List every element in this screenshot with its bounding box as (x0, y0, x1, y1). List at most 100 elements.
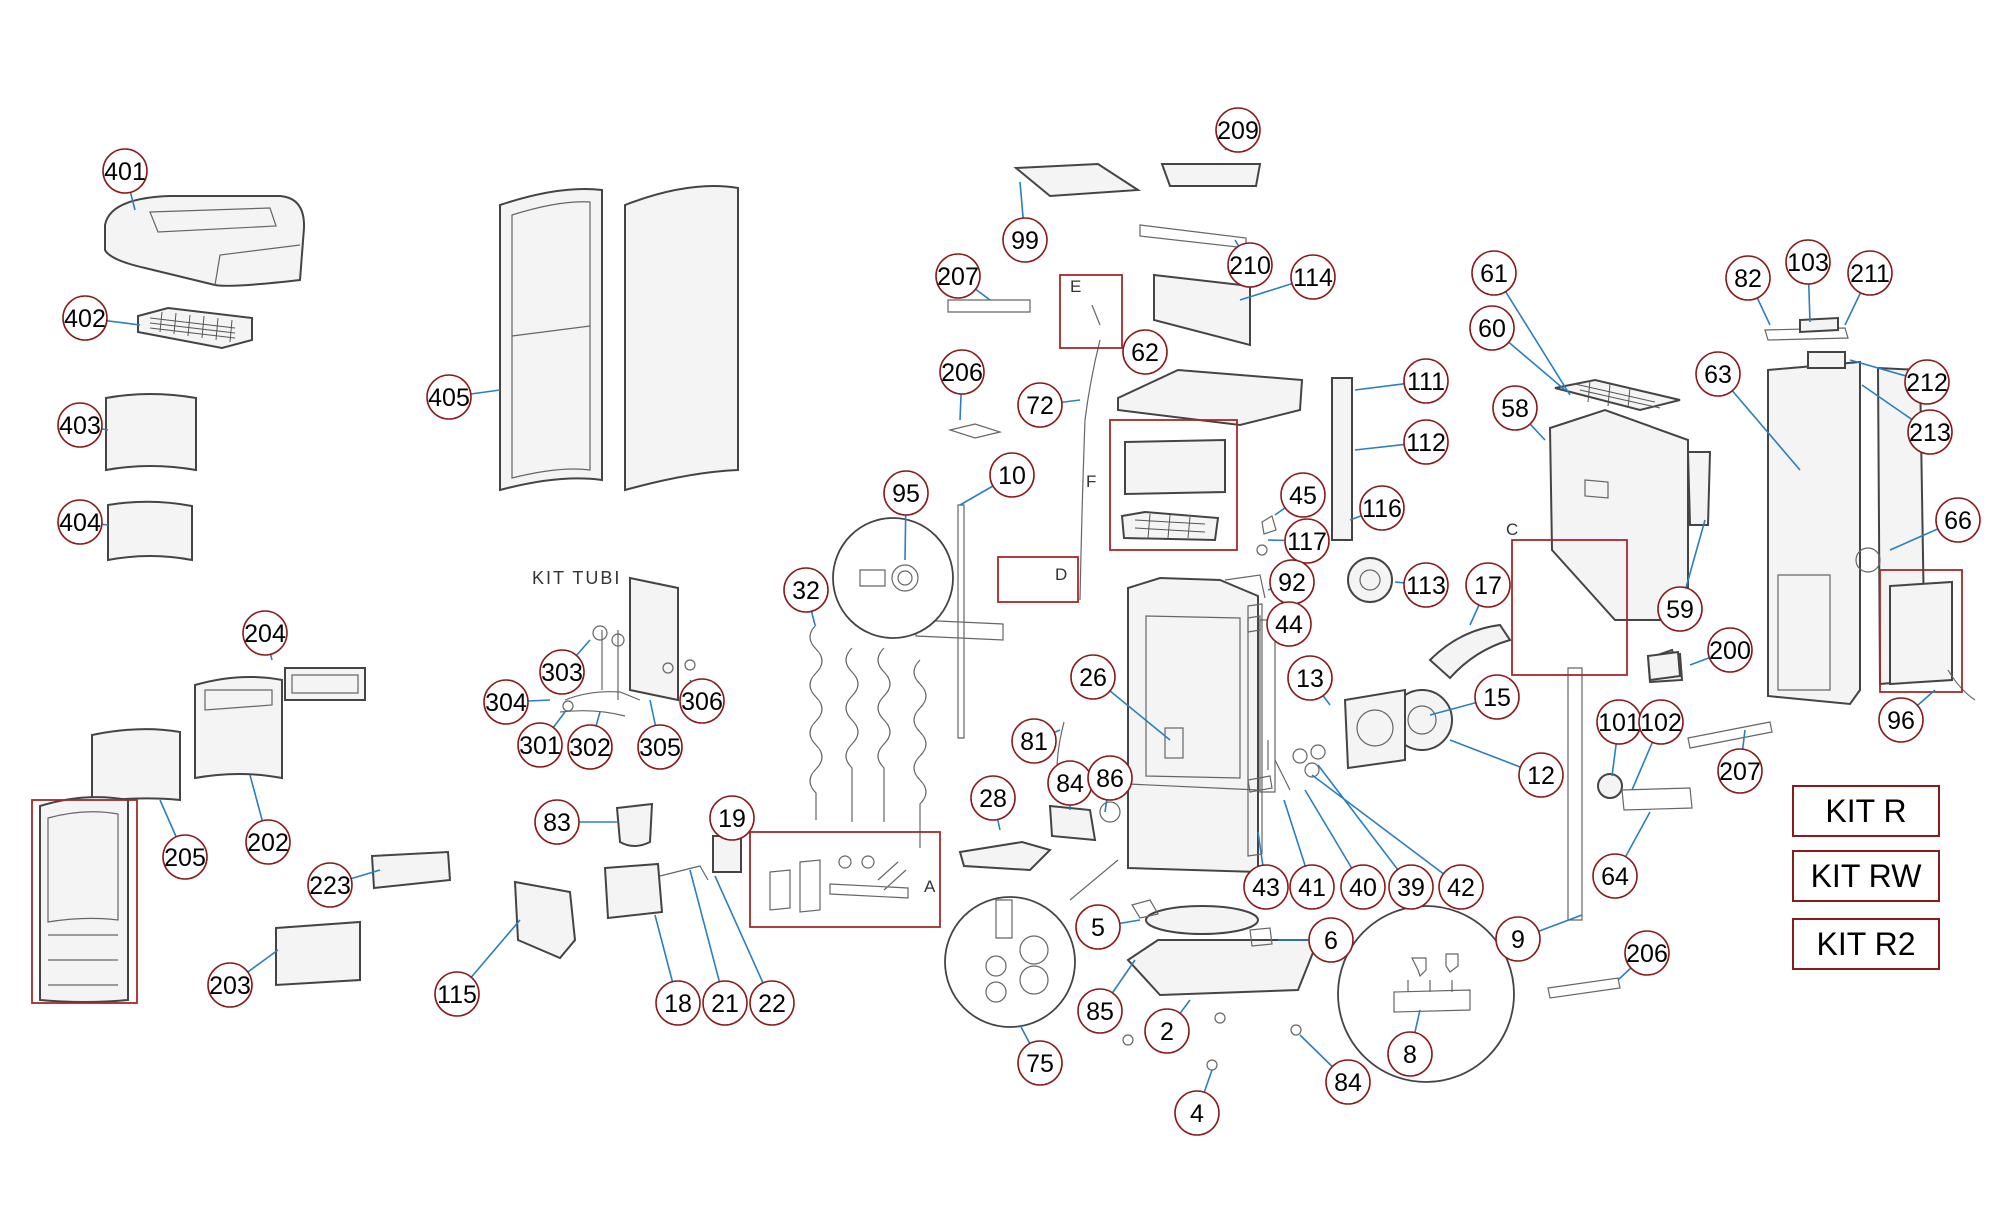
callout-circle (1290, 254, 1336, 300)
callout-number: 43 (1252, 874, 1280, 902)
box-letter-D: D (1055, 565, 1067, 584)
callout-number: 203 (209, 972, 251, 1000)
callout-203: 203 (207, 962, 253, 1008)
callout-circle (1492, 385, 1538, 431)
callout-111: 111 (1403, 358, 1449, 404)
callout-number: 209 (1217, 117, 1259, 145)
callout-number: 9 (1511, 926, 1525, 954)
callout-number: 306 (681, 688, 723, 716)
detail-box-burner (1109, 419, 1238, 551)
callout-circle (1592, 853, 1638, 899)
callout-number: 403 (59, 412, 101, 440)
callout-5: 5 (1075, 904, 1121, 950)
callout-circle (434, 971, 480, 1017)
callout-44: 44 (1266, 601, 1312, 647)
part-chain-32 (809, 624, 927, 848)
callout-99: 99 (1002, 217, 1048, 263)
callout-circle (1325, 1059, 1371, 1105)
part-firebox (1127, 574, 1266, 874)
detail-circle-8 (1337, 905, 1515, 1083)
detail-circle-75 (944, 859, 1119, 1028)
callout-40: 40 (1340, 864, 1386, 910)
callout-60: 60 (1469, 305, 1515, 351)
part-panel-404 (107, 500, 193, 562)
callout-number: 82 (1734, 265, 1762, 293)
kit-tubi-label: KIT TUBI (532, 568, 622, 588)
callout-96: 96 (1878, 697, 1924, 743)
detail-box-D (997, 556, 1079, 603)
callout-401: 401 (102, 148, 148, 194)
detail-box-door (31, 799, 138, 1004)
part-grille (137, 306, 253, 350)
callout-number: 223 (309, 872, 351, 900)
callout-number: 12 (1527, 762, 1555, 790)
part-hopper-58 (1548, 378, 1689, 621)
callout-circle (709, 795, 755, 841)
callout-number: 114 (1293, 264, 1333, 292)
callout-number: 75 (1026, 1050, 1054, 1078)
callout-circle (702, 980, 748, 1026)
callout-103: 103 (1785, 239, 1831, 285)
callout-number: 112 (1406, 429, 1446, 457)
callout-circle (207, 962, 253, 1008)
leader-line-22 (714, 875, 773, 1004)
callout-number: 204 (244, 620, 286, 648)
callout-circle (1518, 752, 1564, 798)
callout-circle (1471, 250, 1517, 296)
leader-line-39 (1317, 764, 1412, 888)
callout-number: 207 (1719, 758, 1761, 786)
callout-circle (1403, 419, 1449, 465)
callout-number: 401 (104, 158, 146, 186)
callout-45: 45 (1280, 472, 1326, 518)
callout-22: 22 (749, 980, 795, 1026)
part-side-panels-405 (499, 185, 739, 492)
callout-101: 101 (1596, 699, 1642, 745)
detail-box-96 (1879, 569, 1963, 693)
callout-42: 42 (1438, 864, 1484, 910)
part-small-fittings (1247, 515, 1277, 633)
callout-95: 95 (883, 470, 929, 516)
callout-number: 5 (1091, 914, 1105, 942)
callout-circle (1474, 674, 1520, 720)
callout-circle (1403, 562, 1449, 608)
callout-72: 72 (1017, 382, 1063, 428)
callout-number: 59 (1666, 596, 1694, 624)
part-top-parts-103-213 (1764, 316, 1849, 369)
callout-circle (1215, 107, 1261, 153)
callout-circle (539, 649, 585, 695)
callout-59: 59 (1657, 586, 1703, 632)
callout-circle (749, 980, 795, 1026)
callout-circle (426, 374, 472, 420)
callout-206: 206 (939, 349, 985, 395)
callout-number: 206 (941, 359, 983, 387)
callout-number: 66 (1944, 507, 1972, 535)
detail-box-E (1059, 274, 1123, 349)
callout-circle (1904, 359, 1950, 405)
callout-number: 92 (1278, 569, 1306, 597)
callout-circle (245, 819, 291, 865)
callout-number: 58 (1501, 395, 1529, 423)
callout-circle (1469, 305, 1515, 351)
callout-number: 86 (1096, 765, 1124, 793)
part-lower-panels (275, 850, 452, 987)
callout-213: 213 (1907, 409, 1953, 455)
callout-number: 99 (1011, 227, 1039, 255)
callout-210: 210 (1227, 242, 1273, 288)
callout-number: 60 (1478, 315, 1506, 343)
callout-number: 205 (164, 844, 206, 872)
callout-number: 64 (1601, 863, 1629, 891)
callout-18: 18 (655, 980, 701, 1026)
part-rail-9 (1567, 667, 1583, 921)
callout-circle (1695, 351, 1741, 397)
callout-113: 113 (1403, 562, 1449, 608)
callout-number: 101 (1598, 709, 1640, 737)
callout-circle (970, 775, 1016, 821)
callout-circle (1465, 562, 1511, 608)
callout-85: 85 (1077, 988, 1123, 1034)
callout-circle (57, 402, 103, 448)
callout-circle (534, 799, 580, 845)
callout-63: 63 (1695, 351, 1741, 397)
callout-circle (1075, 904, 1121, 950)
callout-17: 17 (1465, 562, 1511, 608)
